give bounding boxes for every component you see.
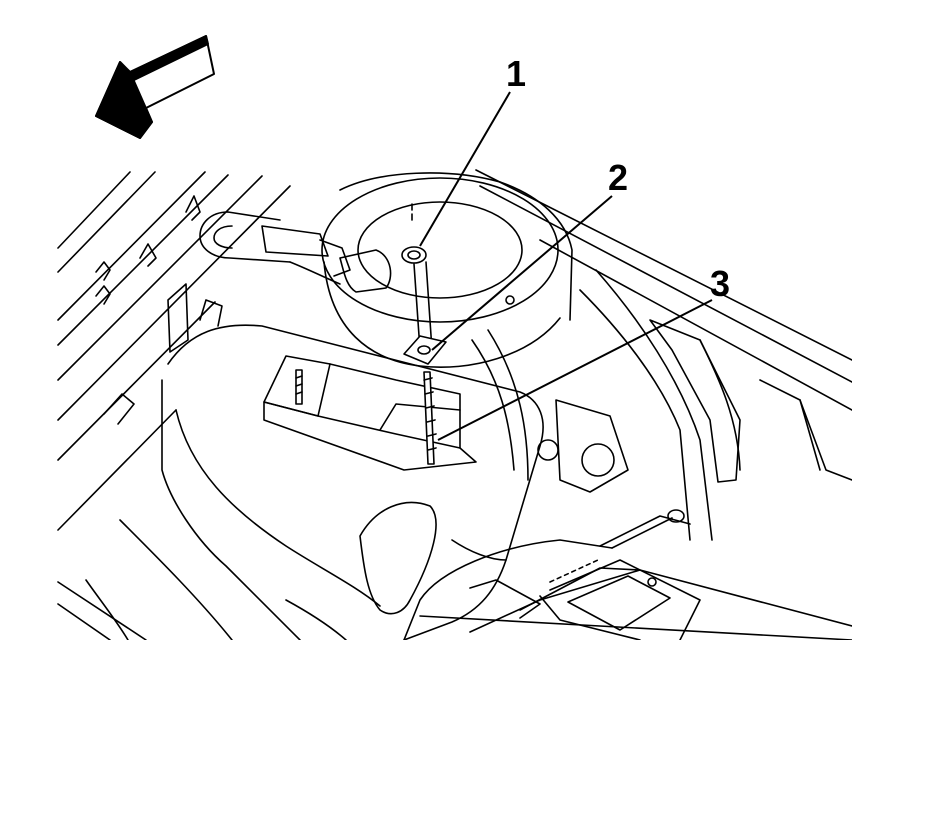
leader-line-3	[438, 300, 712, 440]
frame-rail	[476, 170, 852, 540]
bracket	[404, 336, 446, 364]
leader-line-2	[432, 196, 612, 350]
fuel-tank-body	[86, 284, 543, 640]
arrow-left-down-icon	[96, 36, 214, 138]
callout-3: 3	[710, 263, 730, 304]
bracket-bolt	[424, 372, 436, 464]
fuel-hose	[200, 212, 391, 292]
callout-leaders	[420, 92, 712, 440]
leader-line-1	[420, 92, 510, 246]
fuel-tank-assembly	[58, 170, 852, 640]
callout-2: 2	[608, 157, 628, 198]
fuel-pump-module	[322, 173, 572, 480]
callout-1: 1	[506, 53, 526, 94]
nut	[402, 204, 432, 350]
floor-panel	[58, 172, 290, 640]
lower-shield	[404, 510, 852, 640]
tank-bolt	[296, 370, 302, 404]
